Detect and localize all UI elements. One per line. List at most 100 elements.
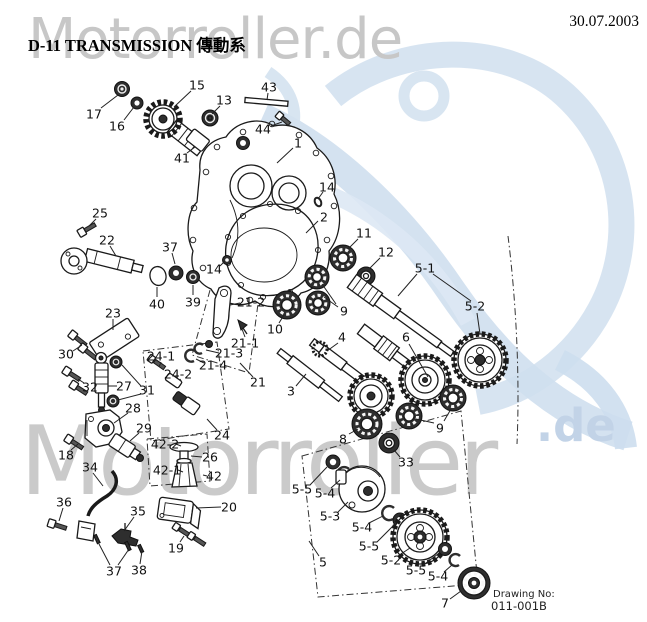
leader-line-31: [117, 393, 142, 401]
part-2-gasket: [224, 200, 322, 301]
date: 30.07.2003: [569, 13, 639, 30]
group-box-24: [142, 341, 230, 442]
part-label-5-4: 5-4: [428, 569, 448, 584]
leader-line-38: [139, 550, 143, 565]
leader-line-24: [206, 418, 218, 431]
leader-line-34: [92, 472, 104, 487]
leader-line-2: [305, 220, 319, 234]
part-label-11: 11: [356, 226, 372, 241]
part-16-washer: [130, 96, 144, 110]
part-label-39: 39: [185, 295, 201, 310]
part-9-bearing-left-upper: [304, 264, 330, 290]
part-31-nuts: [106, 355, 123, 408]
part-label-24-1: 24-1: [147, 349, 175, 364]
leader-line-9: [323, 296, 339, 308]
group-box-42: [146, 433, 211, 487]
part-label-25: 25: [92, 206, 108, 221]
part-label-37: 37: [106, 564, 122, 579]
leader-line-18: [70, 443, 79, 451]
part-label-36: 36: [56, 495, 72, 510]
part-37-washer: [168, 265, 184, 281]
leader-line-32: [77, 378, 85, 384]
leader-line-20: [195, 506, 222, 509]
part-40-plug: [149, 265, 167, 287]
part-label-8: 8: [339, 432, 347, 447]
part-label-3: 3: [287, 384, 295, 399]
leader-line-9: [321, 283, 337, 305]
part-label-2: 2: [320, 210, 328, 225]
leader-line-5-3: [337, 501, 349, 513]
part-3-shift-shaft: [276, 347, 344, 403]
part-5-3-clutch-drum: [335, 465, 386, 513]
leader-line-17: [100, 94, 119, 109]
leader-line-5-1: [432, 273, 472, 302]
part-label-5-5: 5-5: [292, 482, 312, 497]
part-9-bearing-right-upper: [439, 384, 467, 412]
part-label-35: 35: [130, 504, 146, 519]
part-label-16: 16: [109, 119, 125, 134]
leader-line-29: [129, 432, 140, 442]
part-label-44: 44: [255, 122, 271, 137]
part-6-gear: [398, 353, 452, 407]
part-label-42-2: 42-2: [151, 437, 179, 452]
part-label-21-3: 21-3: [215, 346, 243, 361]
part-label-18: 18: [58, 448, 74, 463]
leader-line-5-4: [368, 515, 384, 524]
watermark-de: .de: [536, 399, 616, 452]
part-label-19: 19: [168, 541, 184, 556]
part-label-5-5: 5-5: [406, 563, 426, 578]
leader-line-4: [326, 342, 339, 352]
part-29-cylinder: [108, 433, 144, 462]
leader-line-5-2: [397, 547, 411, 557]
leader-line-26: [190, 455, 203, 458]
part-label-31: 31: [139, 383, 155, 398]
leader-line-3: [295, 373, 307, 387]
part-label-15: 15: [189, 78, 205, 93]
part-label-21-1: 21-1: [231, 336, 259, 351]
part-5-2-gear-upper: [451, 331, 509, 389]
leader-line-16: [123, 106, 135, 121]
drawing-no-label: Drawing No:: [493, 589, 555, 600]
leader-line-5-2: [476, 312, 481, 335]
part-label-28: 28: [125, 401, 141, 416]
part-17-nut: [114, 81, 130, 97]
leader-line-5-4: [330, 479, 341, 489]
part-19-bolts: [171, 522, 207, 547]
part-label-40: 40: [149, 297, 165, 312]
part-label-1: 1: [294, 136, 302, 151]
leader-line-31: [121, 364, 142, 387]
part-21-1-pawl: [237, 318, 248, 335]
part-4-small-gear: [311, 340, 329, 358]
part-13-nut: [201, 109, 219, 127]
part-label-21-4: 21-4: [199, 358, 227, 373]
part-label-33: 33: [398, 455, 414, 470]
part-21-2-shift-arm: [212, 285, 232, 339]
leader-line-5-5: [421, 553, 439, 567]
part-34-shift-rod: [76, 469, 119, 542]
part-42-1-cone: [171, 462, 198, 488]
leader-line-28: [113, 412, 129, 424]
part-11-bearing: [329, 244, 357, 272]
part-7-bearing: [457, 566, 491, 600]
part-21-4-circlip: [184, 348, 196, 363]
part-label-42-1: 42-1: [153, 463, 181, 478]
part-label-6: 6: [402, 330, 410, 345]
part-37-pins: [92, 533, 132, 552]
leader-line-33: [393, 449, 401, 458]
part-27-tensioner: [94, 351, 109, 414]
leader-line-42-1: [177, 469, 184, 473]
part-41-bushing: [185, 128, 210, 152]
part-14-nut-bottom: [222, 255, 232, 265]
leader-line-25: [88, 218, 97, 227]
part-label-41: 41: [174, 151, 190, 166]
part-label-24-2: 24-2: [164, 367, 192, 382]
leader-line-14: [219, 260, 226, 267]
leader-line-6: [408, 343, 429, 378]
part-38-pin: [136, 543, 145, 554]
page-title: D-11 TRANSMISSION 傳動系: [28, 35, 246, 55]
part-label-5-4: 5-4: [315, 486, 335, 501]
part-label-7: 7: [441, 596, 449, 611]
